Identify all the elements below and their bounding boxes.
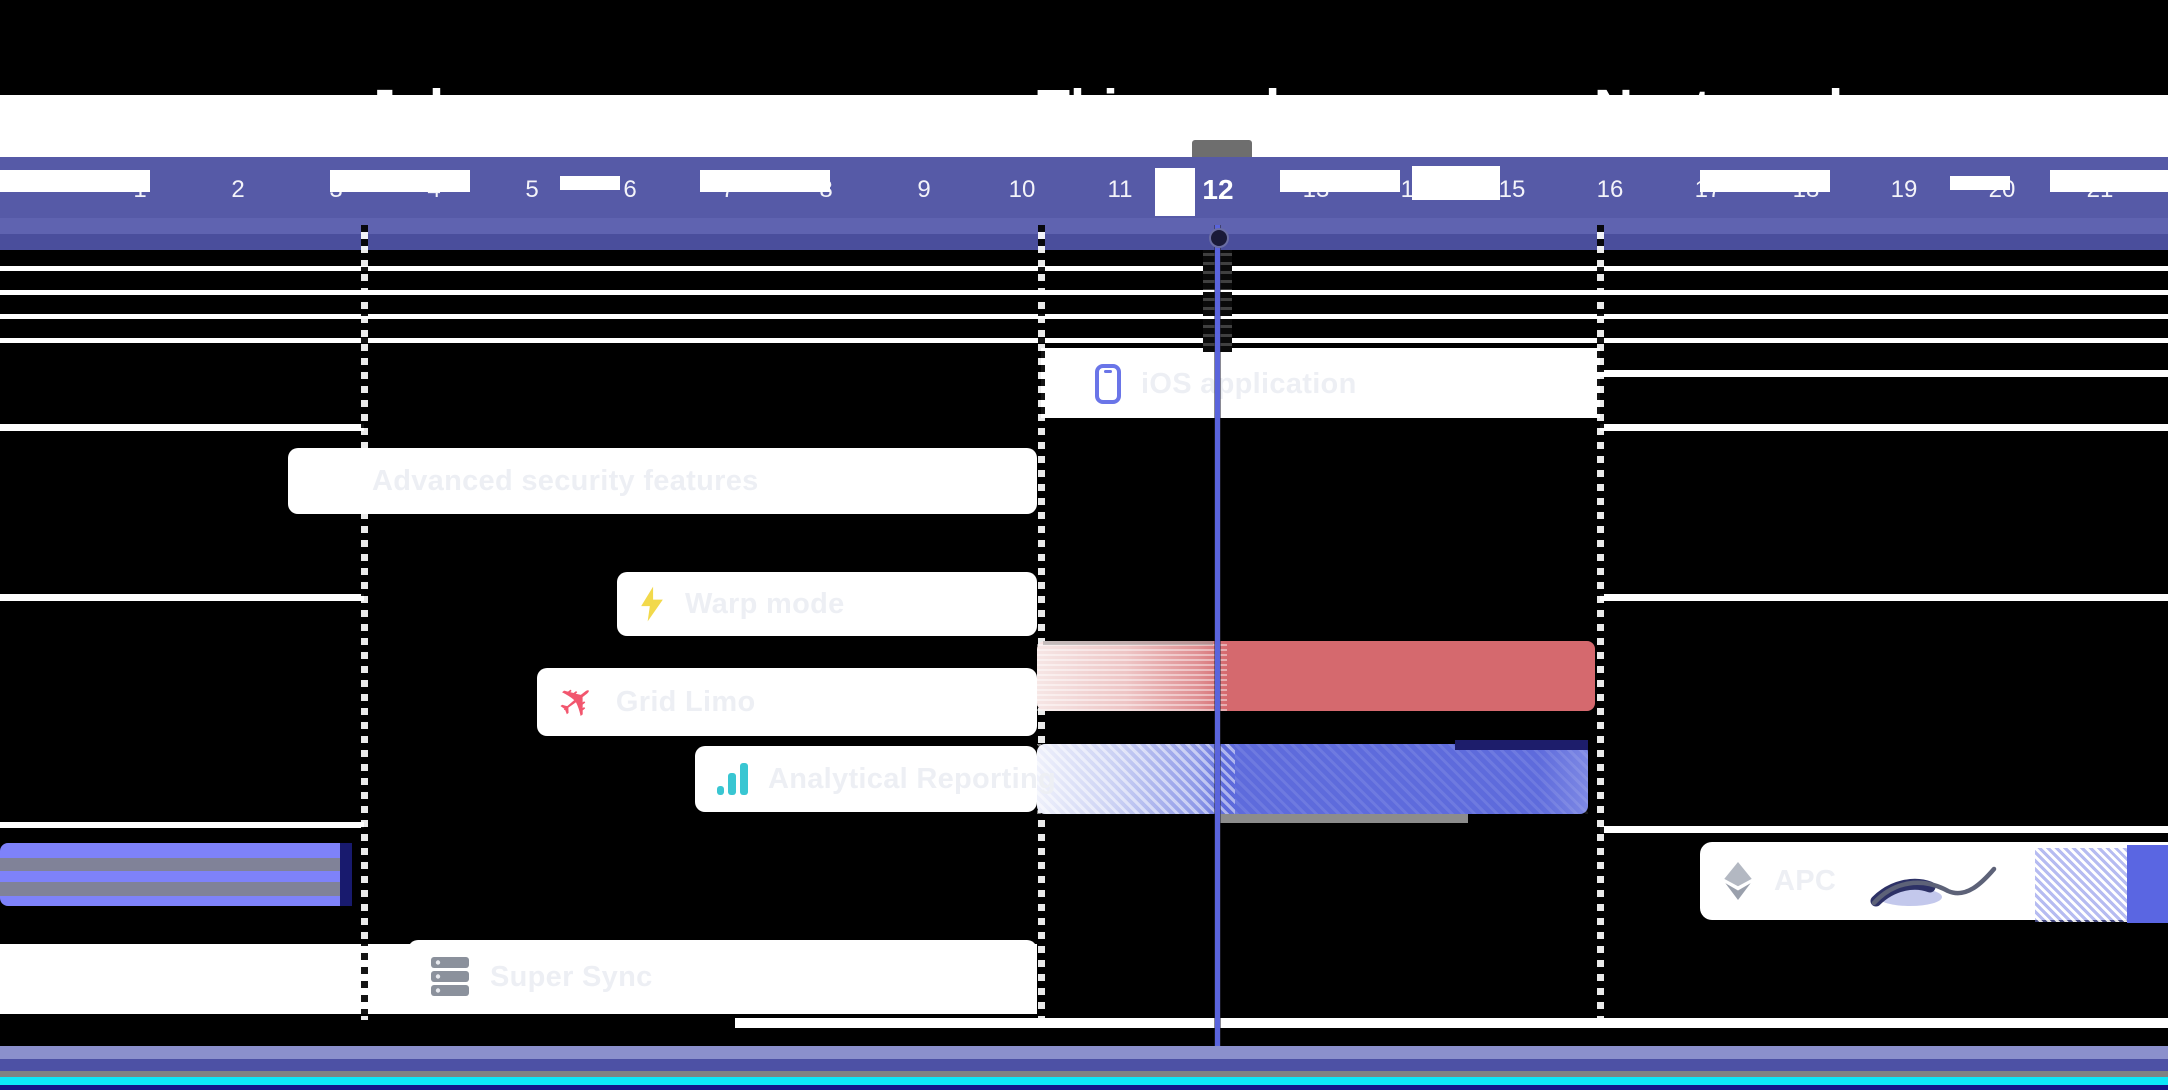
day-number: 17 [1694, 176, 1722, 203]
task-bar-grid-limo[interactable] [1037, 641, 1595, 711]
glitch-stripe [0, 290, 2168, 295]
glitch-stripe [0, 594, 364, 601]
glitch-stripe [1600, 370, 2168, 377]
glitch-stripe [1600, 594, 2168, 601]
glitch-stripe [1600, 826, 2168, 833]
glitch-stripe [700, 170, 830, 192]
day-number: 11 [1107, 176, 1133, 203]
glitch-stripe [1412, 166, 1500, 200]
task-label: Warp mode [685, 587, 845, 620]
task-label: Analytical Reporting [768, 762, 1056, 795]
today-marker-dot [1209, 228, 1229, 248]
column-separator-dashed [1597, 225, 1604, 1020]
day-number: 16 [1596, 176, 1624, 203]
task-card-advanced-security-features[interactable]: Advanced security features [288, 448, 1037, 514]
date-header-subrow [0, 218, 2168, 234]
lightning-icon [641, 586, 663, 622]
day-number: 20 [1988, 176, 2016, 203]
task-card-super-sync[interactable]: Super Sync [408, 940, 1037, 1014]
glitch-stripe [2050, 170, 2168, 192]
glitch-stripe [735, 1018, 2168, 1028]
day-number: 1 [133, 176, 147, 203]
task-card-ios-application[interactable]: iOS application [1073, 352, 1521, 416]
column-separator-dashed [1038, 225, 1045, 1020]
server-icon [431, 957, 469, 996]
glitch-stripe [1700, 170, 1830, 192]
plane-icon: ✈ [547, 670, 607, 733]
glitch-stripe [1950, 176, 2010, 190]
phone-icon [1095, 364, 1121, 404]
day-number: 13 [1302, 176, 1330, 203]
glitch-stripe [0, 1059, 2168, 1071]
glitch-stripe [560, 176, 620, 190]
task-card-grid-limo[interactable]: ✈ Grid Limo [537, 668, 1037, 736]
day-number: 10 [1008, 176, 1036, 203]
glitch-stripe [1455, 740, 1588, 750]
glitch-stripe [1280, 170, 1400, 192]
layers-icon [1724, 862, 1752, 900]
task-card-analytical-reporting[interactable]: Analytical Reporting [695, 746, 1056, 812]
glitch-stripe [0, 338, 2168, 343]
column-separator-dashed [361, 225, 368, 1020]
glitch-stripe [0, 1071, 2168, 1077]
day-number: 6 [623, 176, 637, 203]
date-header-subrow2 [0, 234, 2168, 250]
day-number: 19 [1890, 176, 1918, 203]
glitch-stripe [0, 170, 150, 192]
glitch-stripe [0, 1077, 2168, 1085]
task-label: iOS application [1141, 367, 1357, 400]
day-number: 18 [1792, 176, 1820, 203]
day-number: 15 [1498, 176, 1526, 203]
day-number: 8 [819, 176, 833, 203]
glitch-stripe [0, 314, 2168, 319]
today-line [1215, 225, 1220, 1062]
pen-swoosh-annotation [1870, 866, 1997, 907]
glitch-patch [2035, 848, 2127, 922]
task-label: Grid Limo [615, 685, 756, 718]
task-bar-analytical-reporting[interactable] [1037, 744, 1588, 814]
glitch-stripe [0, 266, 2168, 271]
glitch-stripe [0, 1046, 2168, 1059]
app-header-band [0, 95, 2168, 157]
glitch-stripe [1600, 424, 2168, 431]
today-marker-tab [1192, 140, 1252, 157]
bar-shadow [1218, 812, 1468, 823]
glitch-stripe [0, 822, 364, 828]
glitch-stripe [0, 882, 352, 896]
glitch-stripe [1155, 168, 1195, 216]
glitch-stripe [0, 1085, 2168, 1090]
task-card-warp-mode[interactable]: Warp mode [617, 572, 1037, 636]
bar-chart-icon [717, 763, 748, 795]
day-number-today: 12 [1202, 174, 1234, 205]
day-number: 3 [329, 176, 343, 203]
task-label: Advanced security features [372, 464, 759, 497]
day-number: 7 [721, 176, 735, 203]
day-number: 14 [1400, 176, 1428, 203]
task-bar-left-lane[interactable] [0, 843, 352, 906]
glitch-stripe [0, 858, 352, 871]
glitch-stripe [0, 424, 364, 431]
bar-end-cap [340, 843, 352, 906]
day-number: 2 [231, 176, 245, 203]
task-label: Super Sync [490, 960, 653, 993]
glitch-patch [2127, 845, 2168, 923]
day-number: 4 [427, 176, 441, 203]
glitch-stripe [330, 170, 470, 192]
task-label: APC [1774, 864, 1837, 897]
day-number: 5 [525, 176, 539, 203]
day-number: 9 [917, 176, 931, 203]
day-number: 21 [2086, 176, 2114, 203]
